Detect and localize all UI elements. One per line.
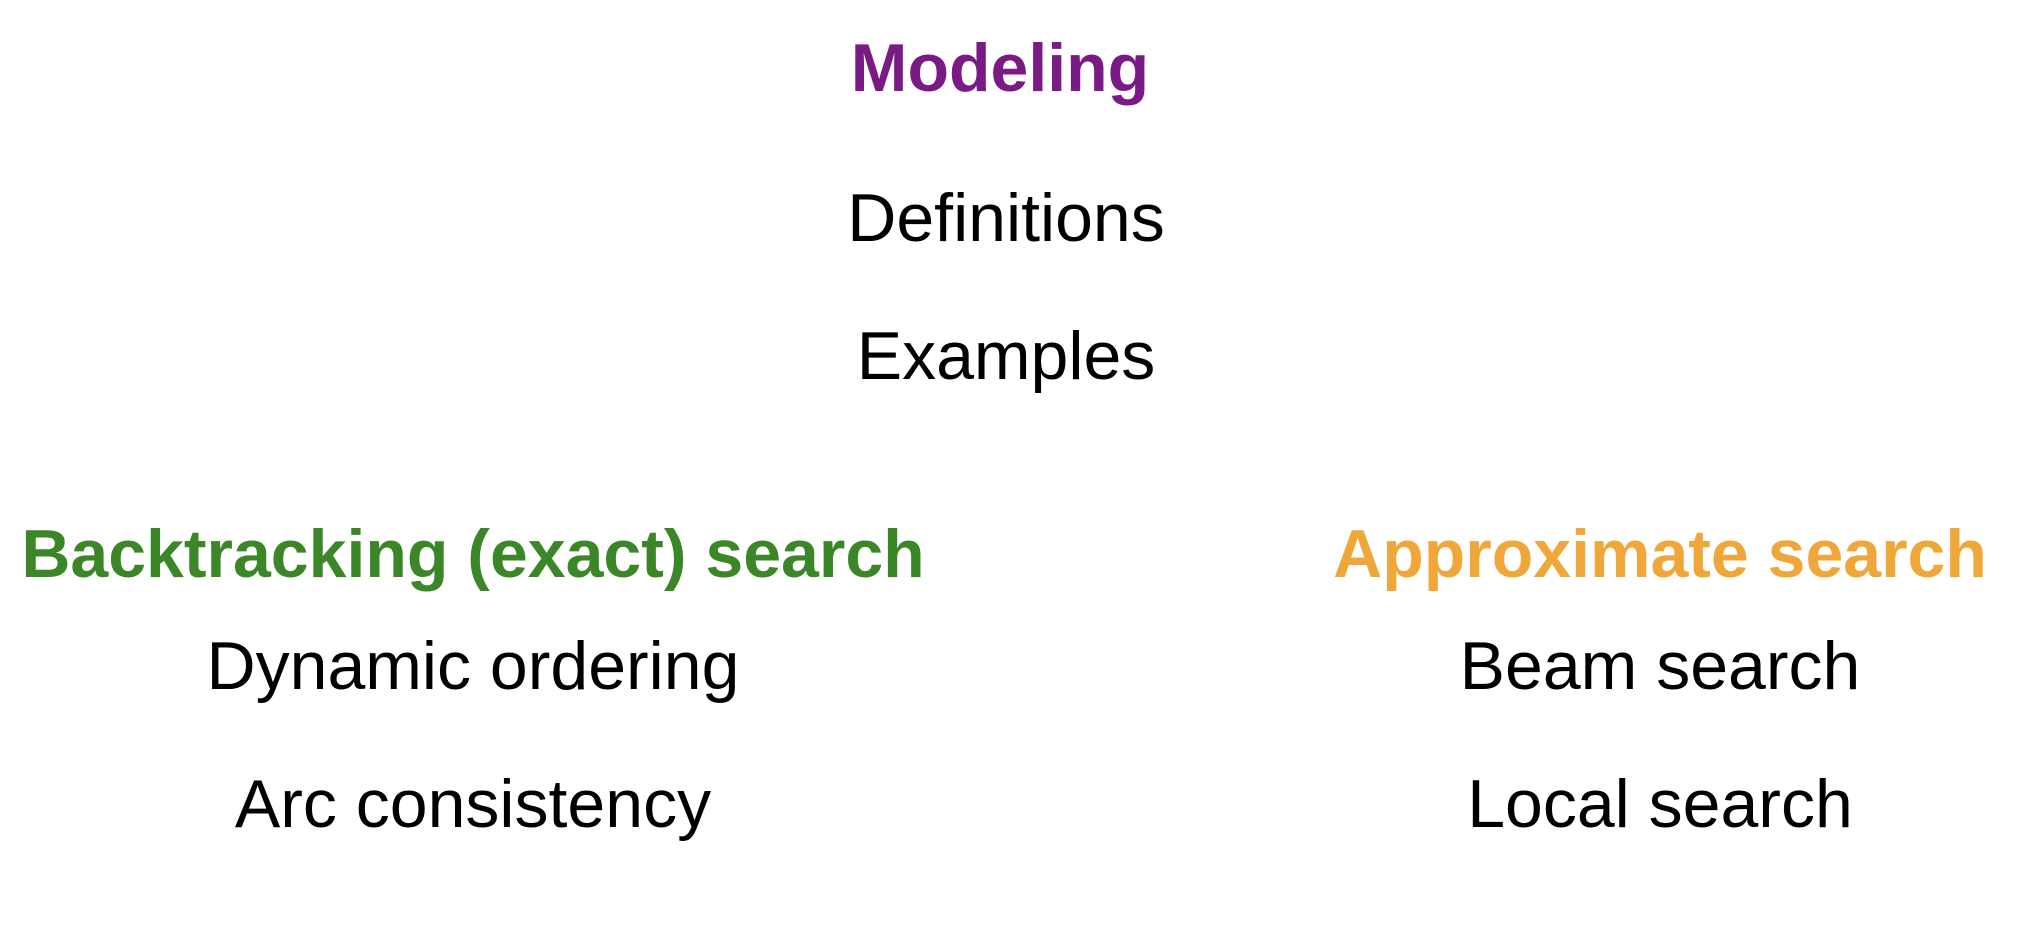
backtracking-section: Backtracking (exact) search Dynamic orde… — [0, 520, 946, 838]
approximate-item-beam-search: Beam search — [1459, 628, 1861, 704]
modeling-heading: Modeling — [850, 30, 1150, 106]
approximate-heading: Approximate search — [1333, 516, 1987, 592]
backtracking-item-dynamic-ordering: Dynamic ordering — [206, 628, 740, 704]
backtracking-heading: Backtracking (exact) search — [21, 516, 925, 592]
approximate-item-local-search: Local search — [1467, 766, 1853, 842]
modeling-item-examples: Examples — [856, 318, 1156, 394]
approximate-section: Approximate search Beam search Local sea… — [1320, 520, 2000, 838]
modeling-item-definitions: Definitions — [847, 180, 1165, 256]
modeling-section: Modeling Definitions Examples — [0, 34, 2000, 390]
backtracking-item-arc-consistency: Arc consistency — [234, 766, 712, 842]
